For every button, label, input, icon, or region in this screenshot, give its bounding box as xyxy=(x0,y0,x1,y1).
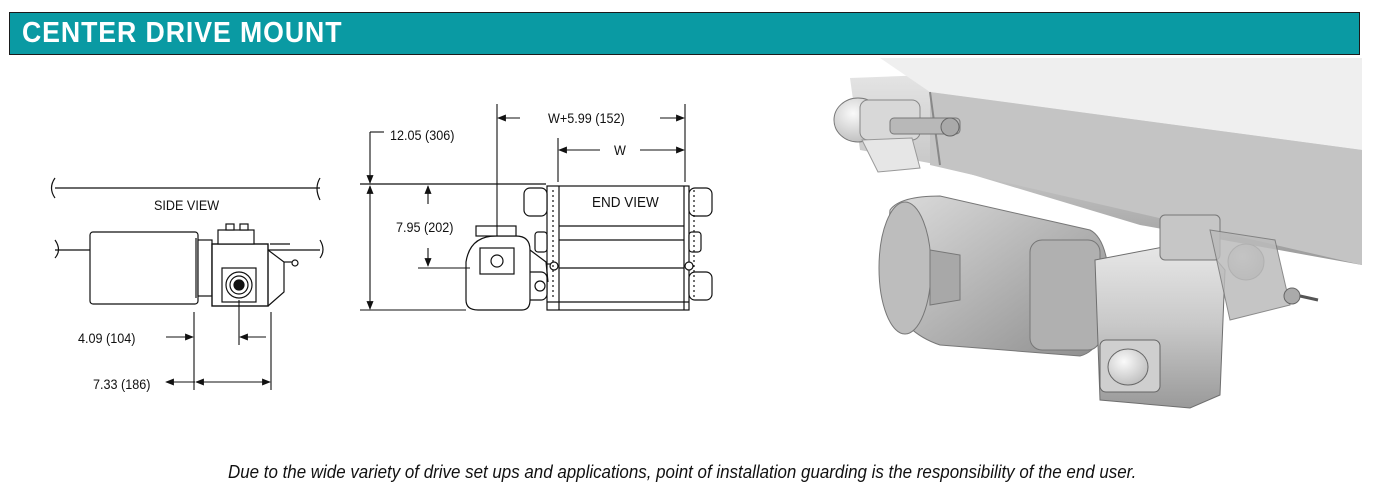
side-view-drawing xyxy=(50,177,324,307)
header-bar: CENTER DRIVE MOUNT xyxy=(9,12,1360,55)
page-title: CENTER DRIVE MOUNT xyxy=(22,17,343,49)
end-view-dimensions xyxy=(360,104,686,311)
guarding-caption: Due to the wide variety of drive set ups… xyxy=(228,461,1137,482)
end-view-label: END VIEW xyxy=(592,194,659,211)
dim-7-95-label: 7.95 (202) xyxy=(396,219,454,235)
dim-12-05-label: 12.05 (306) xyxy=(390,127,455,143)
dim-4-09-label: 4.09 (104) xyxy=(78,330,136,346)
center-drive-photo xyxy=(833,58,1362,409)
end-view-drawing xyxy=(360,183,713,311)
dim-7-33-label: 7.33 (186) xyxy=(93,376,151,392)
side-view-label: SIDE VIEW xyxy=(154,197,220,213)
side-view-dimensions xyxy=(165,300,272,390)
dim-w-label: W xyxy=(614,142,626,158)
dim-w-plus-label: W+5.99 (152) xyxy=(548,110,625,126)
